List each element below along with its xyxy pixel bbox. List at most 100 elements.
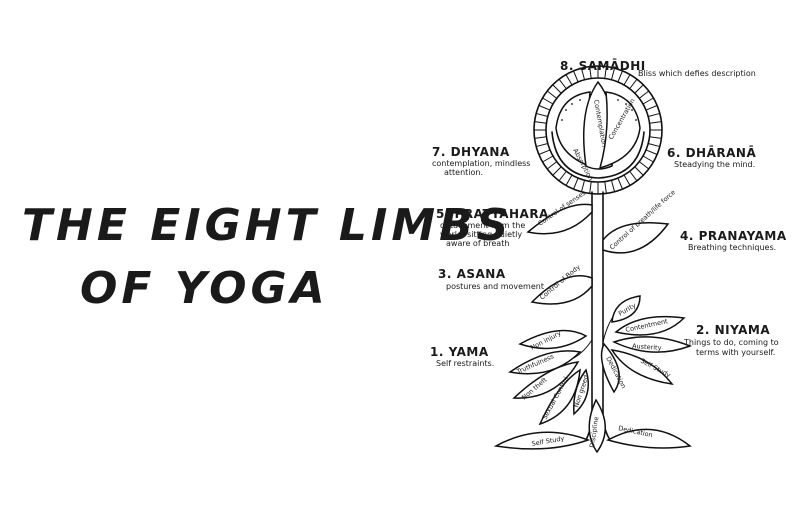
ring-spoke [558, 170, 567, 182]
ring-spoke [623, 74, 631, 86]
leaf-control-of-body [530, 274, 593, 305]
leaf-austerity [611, 336, 693, 353]
ring-spoke [573, 177, 579, 190]
ring-spoke [558, 78, 567, 90]
flower-ring-spokes [534, 66, 662, 194]
niyama-leaf-cluster: Purity Contentment Austerity Self Study … [600, 295, 693, 394]
base-leaf-cluster: Self Study Discipline Dedication [493, 398, 692, 454]
ring-spoke [648, 112, 660, 118]
leaf-control-of-senses [526, 203, 593, 235]
leaf-label-austerity: Austerity [632, 342, 662, 352]
base-leaf-discipline [588, 398, 606, 454]
petal-dot [565, 109, 567, 111]
ring-spoke [538, 149, 551, 155]
ring-spoke [534, 136, 547, 139]
limb-title-niyama: 2. NIYAMA [696, 323, 770, 337]
ring-spoke [573, 70, 579, 83]
limb-samadhi: 8. SAMĀDHI Bliss which defies descriptio… [560, 59, 756, 78]
stem-left-edge [585, 191, 593, 441]
poster-title-line2: OF YOGA [80, 263, 329, 314]
petal-dot [617, 99, 619, 101]
ring-spoke [648, 142, 660, 148]
limb-title-dharana: 6. DHĀRANĀ [667, 146, 756, 160]
limb-yama: 1. YAMA Self restraints. [430, 345, 494, 368]
ring-spoke [542, 97, 554, 105]
limb-desc-pranayama: Breathing techniques. [688, 243, 776, 252]
ring-spoke [536, 142, 548, 148]
ring-spoke [649, 136, 662, 139]
petal-dot [561, 119, 563, 121]
leaf-self-study-niyama [610, 348, 674, 386]
ring-spoke [552, 84, 562, 94]
ring-spoke [617, 70, 623, 83]
leaf-dedication-niyama [600, 342, 620, 394]
limb-dharana: 6. DHĀRANĀ Steadying the mind. [667, 146, 756, 169]
limb-title-samadhi: 8. SAMĀDHI [560, 59, 646, 73]
ring-spoke [552, 166, 562, 176]
ring-spoke [649, 121, 662, 124]
leaf-contentment [614, 315, 686, 336]
ring-spoke [546, 90, 558, 99]
leaf-non-theft [512, 361, 580, 399]
limb-desc-pratyahara-2: world, sitting quietly [440, 230, 522, 239]
limb-title-asana: 3. ASANA [438, 267, 506, 281]
limb-desc-dharana: Steadying the mind. [674, 160, 755, 169]
limb-pranayama: 4. PRANAYAMA Breathing techniques. [680, 229, 787, 252]
limb-desc-dhyana-2: attention. [444, 168, 483, 177]
base-leaf-self-study [493, 431, 591, 450]
ring-spoke [638, 90, 650, 99]
petal-dot [631, 109, 633, 111]
yama-leaf-cluster: Non injury Truthfulness Non theft Sexual… [508, 329, 593, 426]
petal-dot [625, 103, 627, 105]
ring-spoke [629, 78, 638, 90]
limb-desc-asana: postures and movement [446, 282, 544, 291]
limb-desc-pratyahara-3: aware of breath [446, 239, 509, 248]
ring-spoke [536, 112, 548, 118]
limb-asana: 3. ASANA postures and movement [438, 267, 544, 291]
ring-spoke [629, 170, 638, 182]
petal-dots [561, 99, 637, 121]
base-leaf-dedication [606, 428, 692, 449]
flower-head: Absorption Contemplation Concentration [533, 65, 663, 195]
ring-spoke [634, 84, 644, 94]
petal-dot [579, 99, 581, 101]
limb-title-dhyana: 7. DHYANA [432, 145, 510, 159]
limb-title-pratyahara: 5. PRATYAHARA [436, 207, 549, 221]
ring-spoke [638, 161, 650, 170]
limb-title-pranayama: 4. PRANAYAMA [680, 229, 787, 243]
petal-concentration [598, 91, 641, 170]
stem-right-edge [602, 191, 611, 441]
ring-spoke [610, 180, 616, 192]
poster-title-line1: THE EIGHT LIMBS [22, 200, 512, 251]
ring-spoke [534, 121, 547, 124]
petal-dot [571, 103, 573, 105]
ring-spoke [623, 174, 631, 186]
ring-spoke [610, 68, 616, 80]
limb-title-yama: 1. YAMA [430, 345, 489, 359]
ring-spoke [538, 105, 551, 111]
ring-spoke [580, 68, 586, 80]
ring-spoke [542, 155, 554, 163]
ring-spoke [645, 149, 658, 155]
leaf-non-injury [518, 329, 588, 350]
limb-desc-yama: Self restraints. [436, 359, 494, 368]
ring-spoke [604, 66, 607, 79]
limb-pratyahara: 5. PRATYAHARA detachment from the world,… [436, 207, 549, 248]
limb-desc-pratyahara-1: detachment from the [440, 221, 525, 230]
limb-niyama: 2. NIYAMA Things to do, coming to terms … [683, 323, 779, 357]
ring-spoke [580, 180, 586, 192]
ring-spoke [589, 181, 592, 194]
limb-desc-niyama-2: terms with yourself. [696, 348, 775, 357]
leaf-non-greed [573, 368, 589, 416]
ring-spoke [642, 155, 654, 163]
limb-desc-dhyana-1: contemplation, mindless [432, 159, 530, 168]
ring-spoke [642, 97, 654, 105]
ring-spoke [565, 74, 573, 86]
ring-spoke [645, 105, 658, 111]
ring-spoke [634, 166, 644, 176]
ring-spoke [546, 161, 558, 170]
ring-spoke [565, 174, 573, 186]
limb-desc-niyama-1: Things to do, coming to [683, 338, 779, 347]
